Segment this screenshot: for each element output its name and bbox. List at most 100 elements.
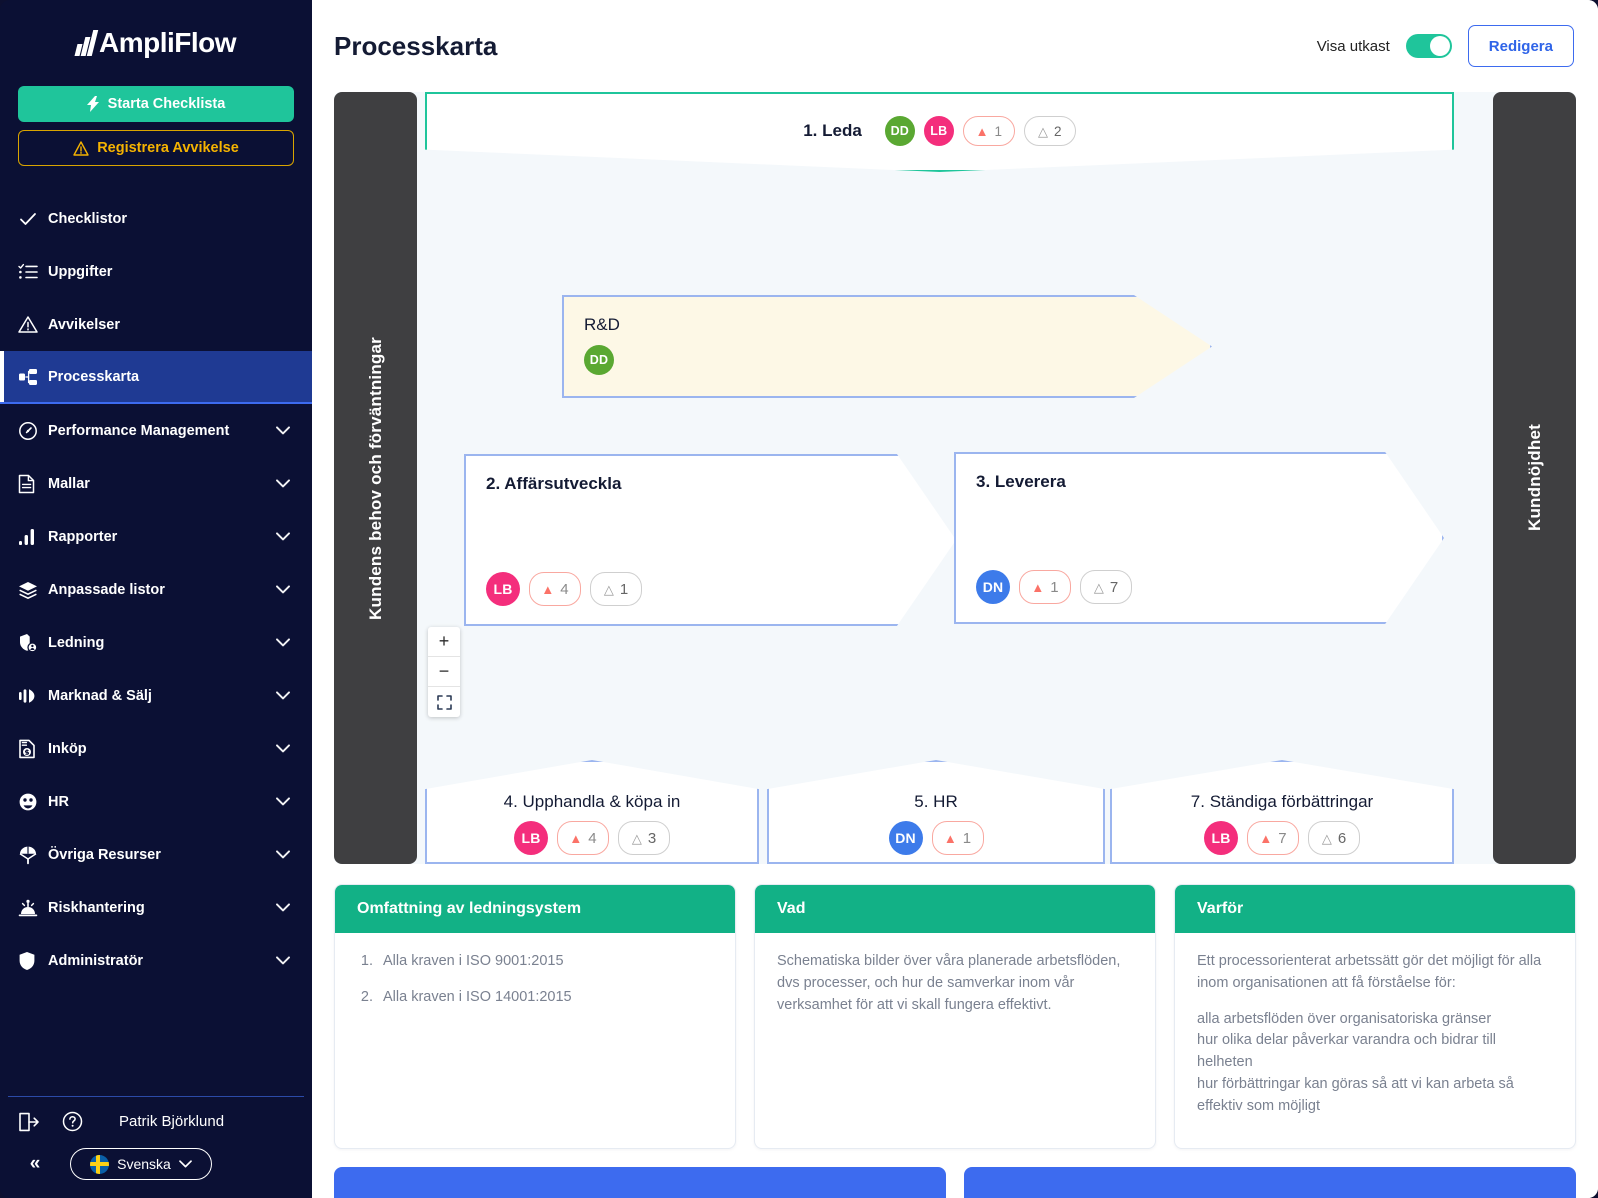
process-title: 2. Affärsutveckla [486,474,954,494]
sidebar-actions: Starta Checklista Registrera Avvikelse [0,86,312,166]
card-varfor: Varför Ett processorienterat arbetssätt … [1174,884,1576,1149]
sidebar-item-avvikelser[interactable]: Avvikelser [0,298,312,351]
avatar[interactable]: LB [1204,821,1238,855]
task-badge[interactable]: △ 1 [590,572,642,606]
blue-card-partial[interactable] [334,1167,946,1198]
deviation-count: 1 [963,830,971,847]
sidebar-item-ledning[interactable]: Ledning [0,616,312,669]
sidebar-item-mallar[interactable]: Mallar [0,457,312,510]
chevron-down-icon[interactable] [276,691,290,700]
chevron-down-icon[interactable] [276,850,290,859]
sidebar-item-performance-management[interactable]: Performance Management [0,404,312,457]
sidebar-item-label: Uppgifter [48,264,290,280]
deviation-badge[interactable]: ▲ 7 [1247,821,1299,855]
page-header: Processkarta Visa utkast Redigera [312,0,1598,92]
sidebar-item-checklistor[interactable]: Checklistor [0,192,312,245]
chevron-down-icon[interactable] [276,532,290,541]
chevron-down-icon[interactable] [276,797,290,806]
deviation-badge[interactable]: ▲ 1 [963,116,1015,146]
zoom-in-button[interactable]: + [428,627,460,657]
avatar[interactable]: DN [976,570,1010,604]
document-icon [18,474,48,494]
task-count: 6 [1338,830,1346,847]
avatar[interactable]: DN [889,821,923,855]
task-count: 2 [1054,124,1062,139]
language-selector[interactable]: Svenska [70,1148,212,1180]
deviation-badge[interactable]: ▲ 1 [932,821,984,855]
sidebar-item-processkarta[interactable]: Processkarta [0,351,312,404]
sidebar-item-anpassade-listor[interactable]: Anpassade listor [0,563,312,616]
sidebar: AmpliFlow Starta Checklista Registrera A… [0,0,312,1198]
sidebar-item-ovriga-resurser[interactable]: Övriga Resurser [0,828,312,881]
gauge-icon [18,421,48,441]
avatar[interactable]: LB [924,116,954,146]
avatar[interactable]: LB [486,572,520,606]
language-label: Svenska [117,1156,171,1172]
zoom-out-button[interactable]: − [428,657,460,687]
warning-triangle-outline-icon: △ [632,832,642,845]
process-map-icon [18,368,48,386]
header-actions: Visa utkast Redigera [1317,25,1574,67]
start-checklist-button[interactable]: Starta Checklista [18,86,294,122]
shield-user-icon [18,633,48,653]
card-paragraph: Schematiska bilder över våra planerade a… [777,951,1133,1016]
deviation-badge[interactable]: ▲ 4 [557,821,609,855]
register-deviation-button[interactable]: Registrera Avvikelse [18,130,294,166]
main-content: Processkarta Visa utkast Redigera Kunden… [312,0,1598,1198]
chevron-double-left-icon[interactable]: « [18,1153,52,1175]
task-count: 3 [648,830,656,847]
deviation-badge[interactable]: ▲ 4 [529,572,581,606]
sidebar-item-marknad-salj[interactable]: Marknad & Sälj [0,669,312,722]
process-node-affarsutveckla[interactable]: 2. Affärsutveckla LB ▲ 4 △ 1 [464,454,956,626]
warning-triangle-outline-icon: △ [1094,581,1104,594]
process-node-leda[interactable]: 1. Leda DD LB ▲ 1 △ 2 [425,92,1454,172]
fit-screen-icon[interactable] [428,687,460,717]
deviation-badge[interactable]: ▲ 1 [1019,570,1071,604]
alarm-icon [18,898,48,918]
chevron-down-icon[interactable] [276,426,290,435]
user-name[interactable]: Patrik Björklund [119,1113,224,1130]
chevron-down-icon[interactable] [276,956,290,965]
task-badge[interactable]: △ 2 [1024,116,1076,146]
bar-chart-icon [18,528,48,546]
process-node-upphandla[interactable]: 4. Upphandla & köpa in LB ▲ 4 △ 3 [425,760,759,864]
task-badge[interactable]: △ 6 [1308,821,1360,855]
help-circle-icon[interactable] [62,1111,83,1132]
task-badge[interactable]: △ 7 [1080,570,1132,604]
process-node-standiga-forbattringar[interactable]: 7. Ständiga förbättringar LB ▲ 7 △ 6 [1110,760,1454,864]
info-cards: Omfattning av ledningsystem Alla kraven … [334,864,1576,1149]
process-map-board: Kundens behov och förväntningar Kundnöjd… [334,92,1576,864]
process-title: 4. Upphandla & köpa in [504,792,681,812]
sidebar-item-rapporter[interactable]: Rapporter [0,510,312,563]
sidebar-item-administrator[interactable]: Administratör [0,934,312,987]
sidebar-item-hr[interactable]: HR [0,775,312,828]
logout-icon[interactable] [18,1112,40,1132]
chevron-down-icon[interactable] [276,479,290,488]
blue-card-partial[interactable] [964,1167,1576,1198]
sidebar-item-riskhantering[interactable]: Riskhantering [0,881,312,934]
warning-triangle-solid-icon: ▲ [1031,581,1044,594]
avatar[interactable]: DD [885,116,915,146]
process-node-rnd[interactable]: R&D DD [562,295,1212,398]
brand-logo[interactable]: AmpliFlow [0,0,312,86]
chevron-down-icon[interactable] [276,638,290,647]
avatar[interactable]: LB [514,821,548,855]
card-vad: Vad Schematiska bilder över våra planera… [754,884,1156,1149]
show-draft-toggle[interactable] [1406,34,1452,58]
page-title: Processkarta [334,31,497,62]
chevron-down-icon[interactable] [276,585,290,594]
process-node-hr[interactable]: 5. HR DN ▲ 1 [767,760,1105,864]
process-title: 3. Leverera [976,472,1442,492]
task-badge[interactable]: △ 3 [618,821,670,855]
chevron-down-icon[interactable] [276,903,290,912]
chevron-down-icon[interactable] [276,744,290,753]
sidebar-item-inkop[interactable]: Inköp [0,722,312,775]
sidebar-item-uppgifter[interactable]: Uppgifter [0,245,312,298]
warning-triangle-solid-icon: ▲ [1259,832,1272,845]
sidebar-item-label: HR [48,794,276,810]
edit-button[interactable]: Redigera [1468,25,1574,67]
sidebar-item-label: Övriga Resurser [48,847,276,863]
deviation-count: 1 [1050,579,1058,596]
avatar[interactable]: DD [584,345,614,375]
process-node-leverera[interactable]: 3. Leverera DN ▲ 1 △ 7 [954,452,1444,624]
